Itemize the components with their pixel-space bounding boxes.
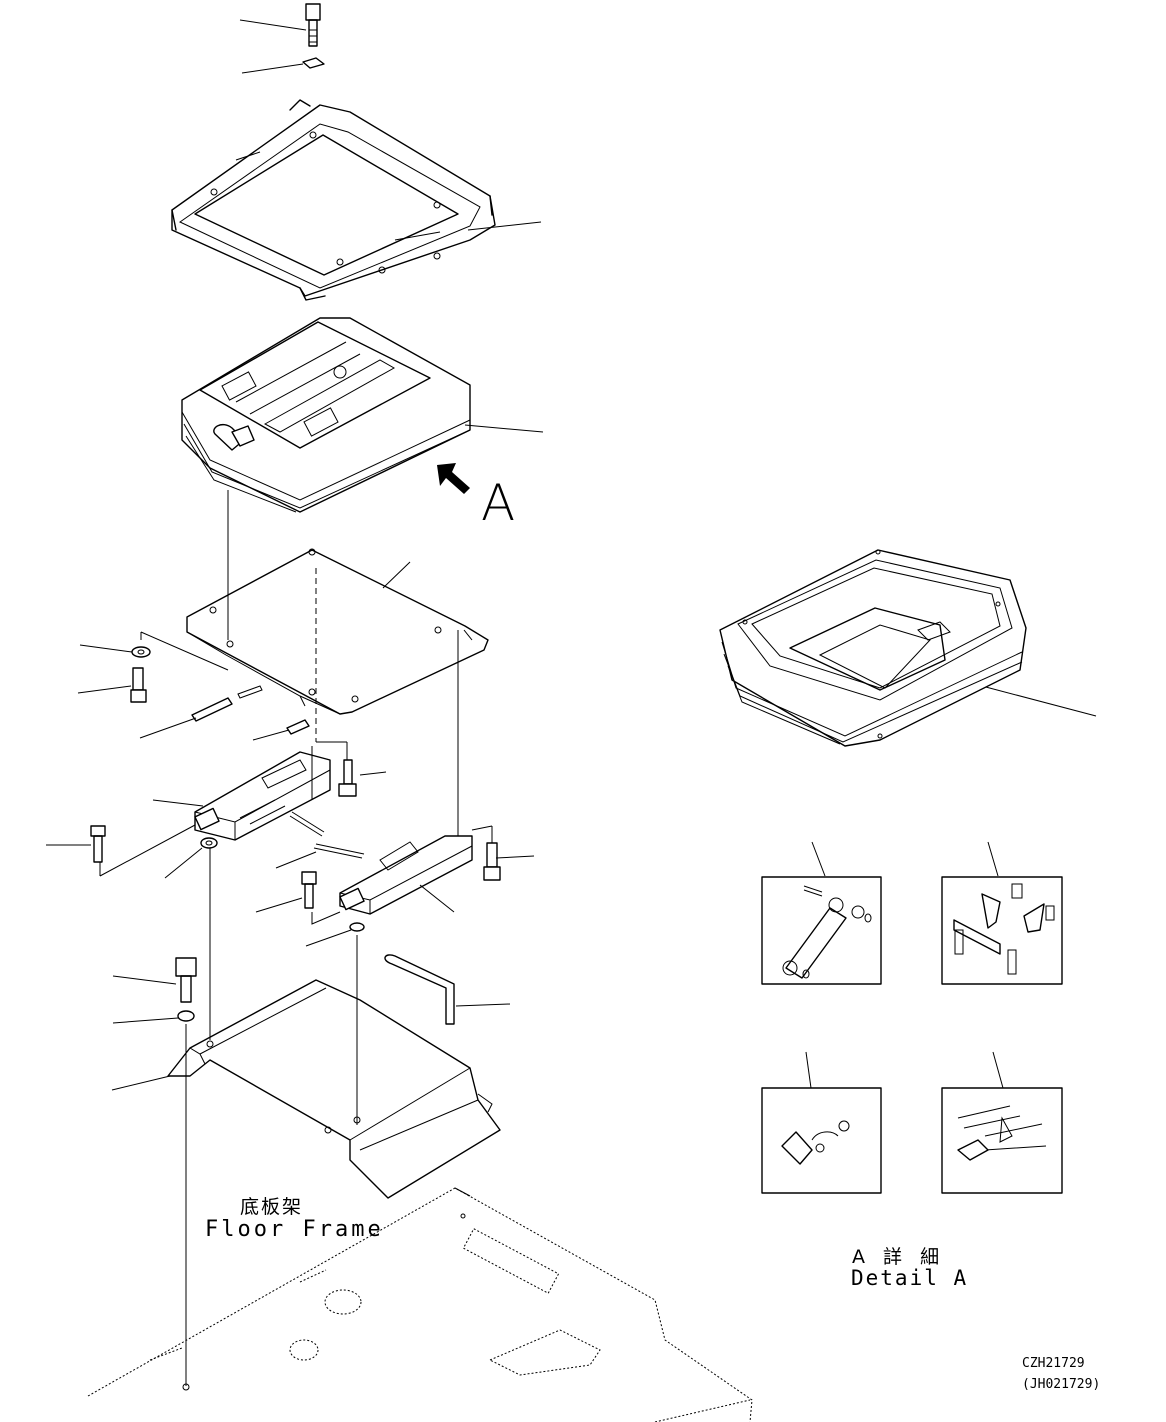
small-pin xyxy=(237,685,263,699)
spring-2 xyxy=(313,843,365,859)
top-washer xyxy=(302,57,325,69)
detail-box-2 xyxy=(941,876,1063,985)
detail-box-1 xyxy=(761,876,882,985)
bolt-lower-left xyxy=(175,957,197,1003)
spring-1 xyxy=(289,811,325,837)
alignment-lines xyxy=(99,490,493,1386)
detail-box-3 xyxy=(761,1087,882,1194)
washer-lower-left xyxy=(177,1010,195,1022)
washer-mid-lower xyxy=(349,922,365,932)
drawing-code: CZH21729 xyxy=(1022,1356,1085,1371)
bolt-left-upper xyxy=(130,667,147,703)
top-bolt xyxy=(305,3,321,47)
thick-arrow-up-left-icon xyxy=(437,463,470,494)
seat-cover xyxy=(719,549,1027,747)
floor-frame-label-en: Floor Frame xyxy=(205,1217,384,1242)
washer-left-mid xyxy=(200,837,218,849)
suspension-assembly xyxy=(181,317,471,513)
detail-a-label-jp: A 詳 細 xyxy=(852,1246,946,1268)
view-a-label: A xyxy=(481,474,516,532)
detail-box-4 xyxy=(941,1087,1063,1194)
bolt-left-mid xyxy=(90,825,106,863)
lower-rail-right xyxy=(339,835,473,915)
bolt-right-mid xyxy=(483,842,501,881)
lower-rail-left xyxy=(194,751,331,841)
washer-left-upper xyxy=(131,646,151,658)
floor-frame xyxy=(87,1187,753,1422)
handle xyxy=(384,954,455,1025)
bolt-mid-lower xyxy=(301,871,317,909)
bolt-center xyxy=(338,759,357,797)
drawing-code-alt: (JH021729) xyxy=(1022,1377,1101,1392)
leader-lines xyxy=(46,19,1097,1091)
clip-center xyxy=(286,719,310,735)
mounting-plate xyxy=(186,548,489,715)
pin-left xyxy=(191,697,233,722)
seat-bracket xyxy=(167,979,501,1199)
detail-a-label-en: Detail A xyxy=(851,1266,969,1290)
upper-rail-frame xyxy=(171,99,496,301)
floor-frame-label-jp: 底板架 xyxy=(240,1196,304,1218)
